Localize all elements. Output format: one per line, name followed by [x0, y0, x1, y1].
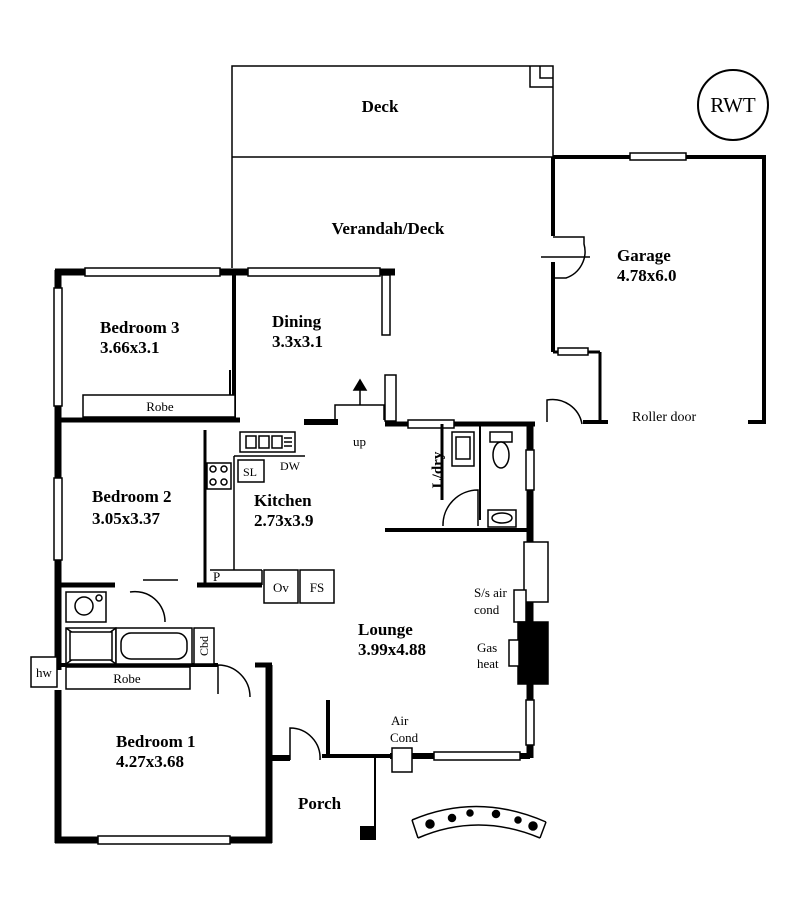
room-bedroom3-size: 3.66x3.1: [100, 338, 160, 357]
garage-walls: [541, 152, 766, 424]
doors: [129, 274, 583, 761]
hot-water-label: hw: [36, 665, 53, 680]
air-cond-label-1: Air: [391, 713, 409, 728]
sink-label: SL: [243, 465, 257, 479]
garden-decoration: [411, 805, 547, 839]
room-dining-size: 3.3x3.1: [272, 332, 323, 351]
exterior-walls: [53, 267, 535, 845]
laundry-fixtures: [451, 431, 517, 528]
rwt-logo-text: RWT: [710, 93, 756, 117]
oven-label: Ov: [273, 580, 289, 595]
gas-heat-label-2: heat: [477, 656, 499, 671]
room-bedroom1-name: Bedroom 1: [116, 732, 196, 751]
room-kitchen-name: Kitchen: [254, 491, 312, 510]
gas-heat-label-1: Gas: [477, 640, 497, 655]
room-kitchen-size: 2.73x3.9: [254, 511, 314, 530]
roller-door-label: Roller door: [632, 410, 696, 425]
dishwasher-label: DW: [280, 459, 301, 473]
split-system-label-2: cond: [474, 602, 500, 617]
room-garage-name: Garage: [617, 246, 671, 265]
robe-bottom-label: Robe: [113, 671, 141, 686]
room-garage-size: 4.78x6.0: [617, 266, 677, 285]
robes: [65, 394, 236, 690]
cupboard-label: Cbd: [197, 636, 211, 656]
room-bedroom1-size: 4.27x3.68: [116, 752, 184, 771]
room-bedroom2-name: Bedroom 2: [92, 487, 172, 506]
kitchen-fixtures: [206, 431, 335, 604]
room-porch-name: Porch: [298, 794, 342, 813]
room-lounge-size: 3.99x4.88: [358, 640, 426, 659]
room-bedroom2-size: 3.05x3.37: [92, 509, 161, 528]
air-cond-label-2: Cond: [390, 730, 419, 745]
pantry-label: P: [213, 569, 220, 584]
stairs-up-label: up: [353, 434, 366, 449]
room-verandah-name: Verandah/Deck: [332, 219, 445, 238]
fridge-space-label: FS: [310, 580, 324, 595]
room-bedroom3-name: Bedroom 3: [100, 318, 180, 337]
rwt-logo: [697, 69, 769, 141]
split-system-label-1: S/s air: [474, 585, 508, 600]
interior-walls: [58, 272, 530, 668]
room-lounge-name: Lounge: [358, 620, 413, 639]
deck-outline: [231, 65, 554, 268]
robe-top-label: Robe: [146, 399, 174, 414]
laundry-label: L/dry: [430, 451, 446, 488]
room-dining-name: Dining: [272, 312, 322, 331]
lounge-fixtures: [391, 541, 549, 773]
bathroom-fixtures: [30, 591, 215, 688]
room-deck-name: Deck: [362, 97, 399, 116]
